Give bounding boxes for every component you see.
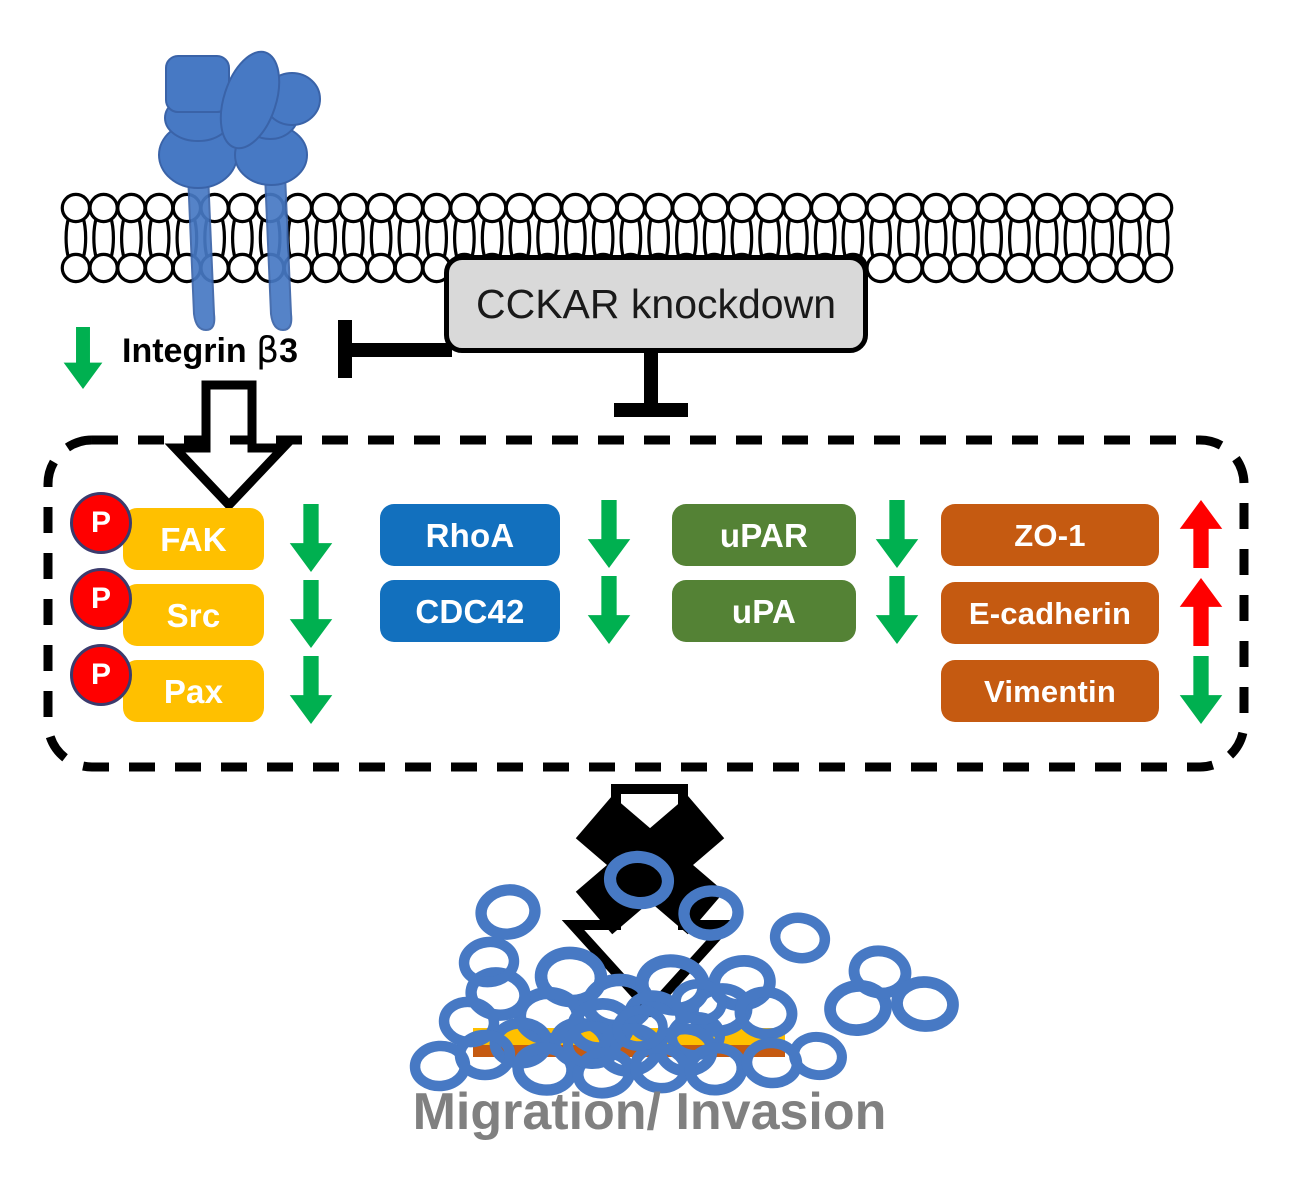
cell-ring xyxy=(678,885,744,941)
protein-box-upar[interactable]: uPAR xyxy=(672,504,856,566)
cell-ring xyxy=(769,912,831,964)
cell-ring xyxy=(612,1005,668,1051)
cell-ring xyxy=(572,1047,636,1099)
integrin-label-suffix: 3 xyxy=(279,332,299,370)
protein-box-vimentin[interactable]: Vimentin xyxy=(941,660,1159,722)
protein-box-label: E-cadherin xyxy=(968,595,1132,631)
cell-ring xyxy=(671,979,727,1025)
pathway-container xyxy=(43,435,1249,772)
phospho-badge-pax: P xyxy=(70,644,132,706)
cell-ring xyxy=(891,976,959,1032)
cckar-knockdown-label: CCKAR knockdown xyxy=(475,280,837,327)
cell-ring xyxy=(475,884,541,940)
arrow-up-zo-1 xyxy=(1179,500,1223,568)
cell-ring xyxy=(562,1020,622,1070)
cell-population xyxy=(409,850,959,1099)
protein-box-label: uPAR xyxy=(719,516,809,554)
protein-box-label: CDC42 xyxy=(415,592,525,630)
phospho-label: P xyxy=(90,582,111,615)
arrow-down-cdc42 xyxy=(587,576,631,644)
integrin-label-prefix: Integrin xyxy=(122,332,257,370)
arrow-down-upar xyxy=(875,500,919,568)
cell-ring xyxy=(512,1042,578,1096)
cell-ring xyxy=(734,986,798,1040)
protein-box-zo-1[interactable]: ZO-1 xyxy=(941,504,1159,566)
cell-ring xyxy=(409,1040,471,1092)
protein-box-label: uPA xyxy=(731,592,797,630)
arrow-down-src xyxy=(289,580,333,648)
phospho-label: P xyxy=(90,506,111,539)
cell-ring xyxy=(458,936,520,988)
protein-box-label: RhoA xyxy=(425,516,515,554)
cckar-knockdown-box[interactable]: CCKAR knockdown xyxy=(444,255,868,353)
arrow-down-fak xyxy=(289,504,333,572)
cell-ring xyxy=(789,1031,847,1081)
arrow-down-pax xyxy=(289,656,333,724)
arrow-down-vimentin xyxy=(1179,656,1223,724)
cell-ring xyxy=(684,1042,748,1096)
protein-box-src[interactable]: Src xyxy=(123,584,264,646)
outcome-label: Migration/ Invasion xyxy=(412,1083,887,1141)
protein-box-label: ZO-1 xyxy=(1014,517,1086,553)
cell-ring xyxy=(603,850,675,910)
arrow-up-e-cadherin xyxy=(1179,578,1223,646)
arrow-down-upa xyxy=(875,576,919,644)
arrow-down-integrin xyxy=(63,327,103,389)
phospho-badge-fak: P xyxy=(70,492,132,554)
inhibit-integrin-connector xyxy=(338,320,452,378)
arrow-down-rhoa xyxy=(587,500,631,568)
protein-box-label: Src xyxy=(166,596,221,634)
phospho-label: P xyxy=(90,658,111,691)
protein-box-cdc42[interactable]: CDC42 xyxy=(380,580,560,642)
protein-box-rhoa[interactable]: RhoA xyxy=(380,504,560,566)
protein-box-label: Vimentin xyxy=(984,673,1116,709)
arrow-hollow-to-pathway xyxy=(164,380,294,512)
integrin-receptor xyxy=(158,50,321,332)
integrin-label-beta: β xyxy=(256,330,280,371)
cell-ring xyxy=(848,945,912,999)
protein-box-label: FAK xyxy=(160,520,227,558)
inhibit-pathway-connector xyxy=(614,353,688,417)
protein-box-upa[interactable]: uPA xyxy=(672,580,856,642)
protein-box-pax[interactable]: Pax xyxy=(123,660,264,722)
protein-box-fak[interactable]: FAK xyxy=(123,508,264,570)
protein-box-e-cadherin[interactable]: E-cadherin xyxy=(941,582,1159,644)
phospho-badge-src: P xyxy=(70,568,132,630)
protein-box-label: Pax xyxy=(163,672,224,710)
integrin-label: Integrin β3 xyxy=(122,330,298,371)
